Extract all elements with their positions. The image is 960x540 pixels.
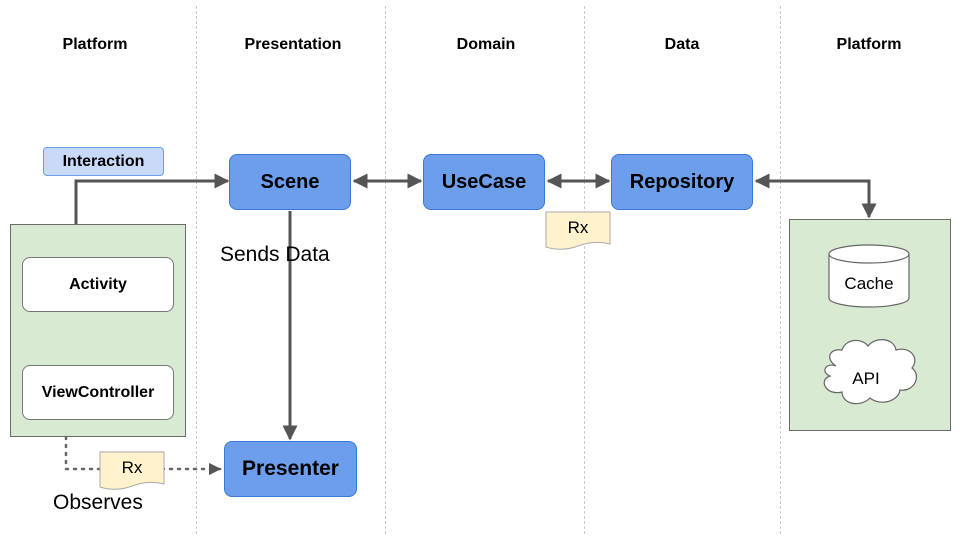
api-cloud-icon — [823, 339, 917, 405]
column-divider — [780, 6, 781, 534]
repository-platform-arrow — [754, 173, 877, 219]
rx-note-observes-shape — [99, 451, 165, 490]
observes-arrow — [64, 435, 222, 476]
cache-label: Cache — [844, 274, 894, 293]
interaction-arrow — [74, 173, 230, 224]
rx-note-observes: Rx — [121, 458, 143, 477]
observes-label: Observes — [53, 491, 143, 514]
column-header-presentation: Presentation — [244, 36, 342, 53]
api-label: API — [852, 369, 880, 388]
scene-node: Scene — [229, 154, 351, 210]
column-header-domain: Domain — [456, 36, 516, 53]
rx-note-domain: Rx — [567, 218, 589, 237]
interaction-label: Interaction — [43, 147, 164, 176]
column-header-data: Data — [664, 36, 700, 53]
rx-note-domain-shape — [545, 211, 611, 250]
cache-cylinder-icon — [828, 244, 910, 308]
usecase-node: UseCase — [423, 154, 545, 210]
presenter-node: Presenter — [224, 441, 357, 497]
column-header-platform-left: Platform — [62, 36, 128, 53]
sends-data-label: Sends Data — [220, 243, 330, 266]
column-divider — [584, 6, 585, 534]
viewcontroller-box: ViewController — [22, 365, 174, 420]
repository-node: Repository — [611, 154, 753, 210]
column-divider — [385, 6, 386, 534]
activity-box: Activity — [22, 257, 174, 312]
column-divider — [196, 6, 197, 534]
column-header-platform-right: Platform — [836, 36, 902, 53]
